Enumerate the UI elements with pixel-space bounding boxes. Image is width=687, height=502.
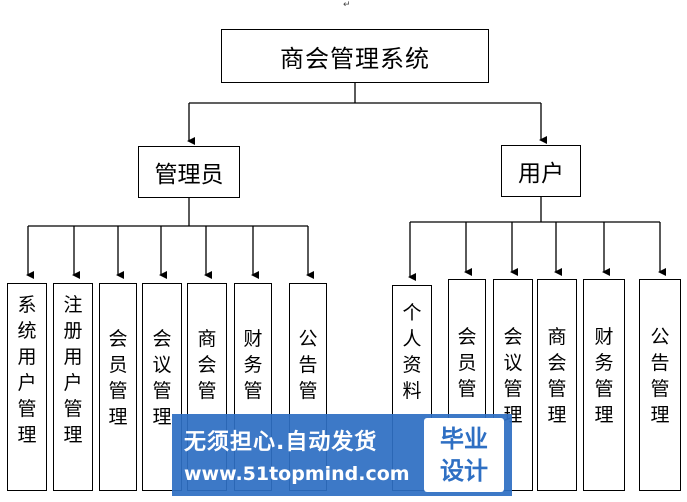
admin-module-system-users: 系统用户管理 bbox=[7, 283, 47, 491]
watermark-slogan: 无须担心.自动发货 bbox=[184, 430, 378, 455]
return-mark: ↵ bbox=[343, 0, 351, 10]
admin-module-members: 会员管理 bbox=[99, 283, 137, 491]
watermark-badge-line1: 毕业 bbox=[440, 425, 488, 453]
user-module-announcements: 公告管理 bbox=[639, 279, 681, 491]
watermark-badge-line2: 设计 bbox=[440, 457, 488, 485]
user-module-meetings: 会议管理 bbox=[493, 279, 533, 491]
role-user-node: 用户 bbox=[501, 145, 581, 197]
root-node: 商会管理系统 bbox=[221, 29, 489, 83]
watermark-url: www.51topmind.com bbox=[184, 463, 410, 485]
admin-module-registered-users: 注册用户管理 bbox=[53, 283, 93, 491]
user-module-finance: 财务管理 bbox=[583, 279, 625, 491]
watermark-badge: 毕业 设计 bbox=[424, 418, 504, 492]
role-admin-node: 管理员 bbox=[138, 146, 240, 198]
user-module-chamber: 商会管理 bbox=[537, 279, 577, 491]
